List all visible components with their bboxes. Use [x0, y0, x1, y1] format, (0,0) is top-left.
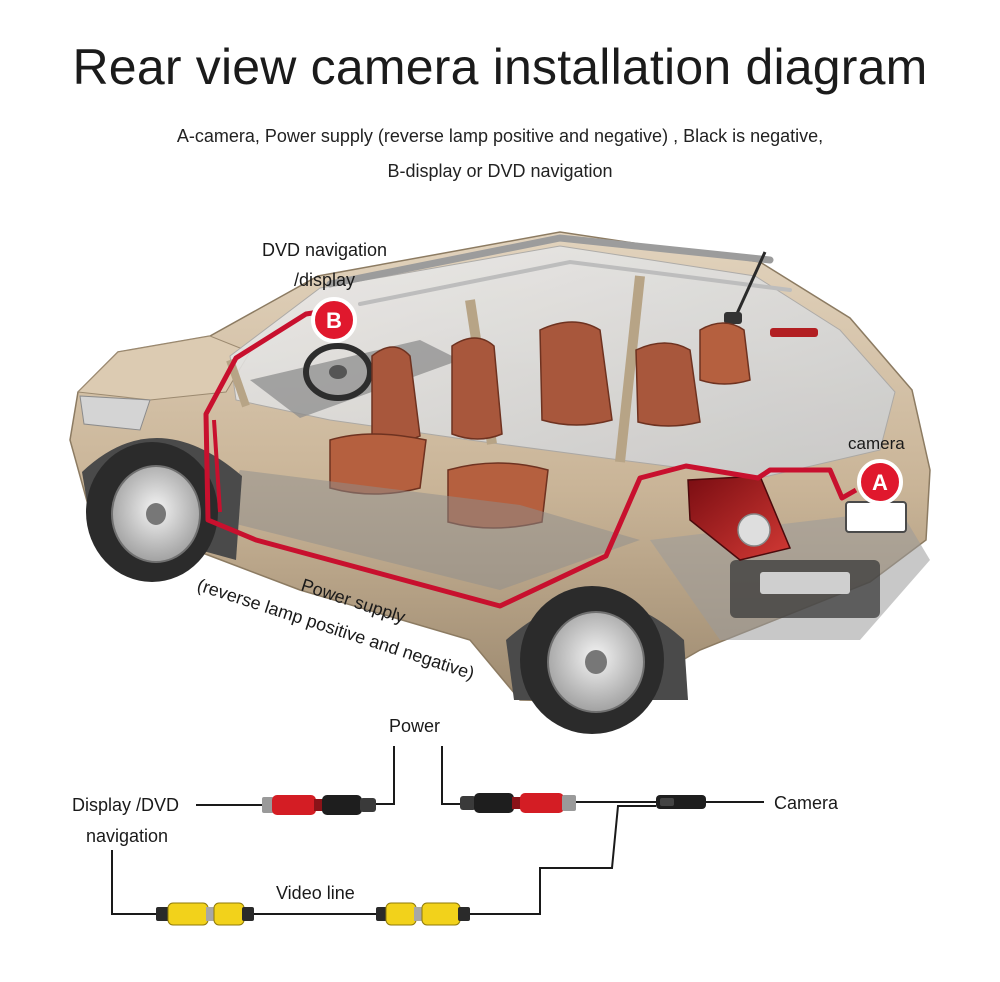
rca-connector-right	[376, 902, 470, 926]
power-label: Power	[389, 716, 441, 736]
subtitle-line-2: B-display or DVD navigation	[387, 161, 613, 181]
badge-a-letter: A	[872, 470, 888, 495]
video-line-label: Video line	[276, 883, 355, 903]
display-label: /display	[294, 270, 356, 290]
cable-route	[203, 307, 858, 609]
badge-b-letter: B	[326, 308, 342, 333]
page-title: Rear view camera installation diagram	[72, 39, 928, 95]
rear-wheel	[520, 586, 664, 734]
camera-car-label: camera	[848, 434, 905, 453]
camera-connector	[656, 795, 706, 809]
display-dvd-label: Display /DVD	[72, 795, 180, 815]
badge-a: A	[857, 459, 903, 505]
steering-wheel-shape	[303, 343, 373, 401]
navigation-label: navigation	[86, 826, 169, 846]
car-illustration	[69, 231, 931, 734]
power-connector-left	[262, 795, 376, 815]
power-connector-right	[460, 793, 576, 813]
rca-connector-left	[156, 902, 254, 926]
camera-wiring-label: Camera	[774, 793, 839, 813]
front-wheel	[86, 442, 218, 582]
dvd-navigation-label: DVD navigation	[262, 240, 388, 260]
badge-b: B	[311, 297, 357, 343]
subtitle-line-1: A-camera, Power supply (reverse lamp pos…	[176, 126, 824, 146]
wiring-diagram	[111, 746, 764, 915]
